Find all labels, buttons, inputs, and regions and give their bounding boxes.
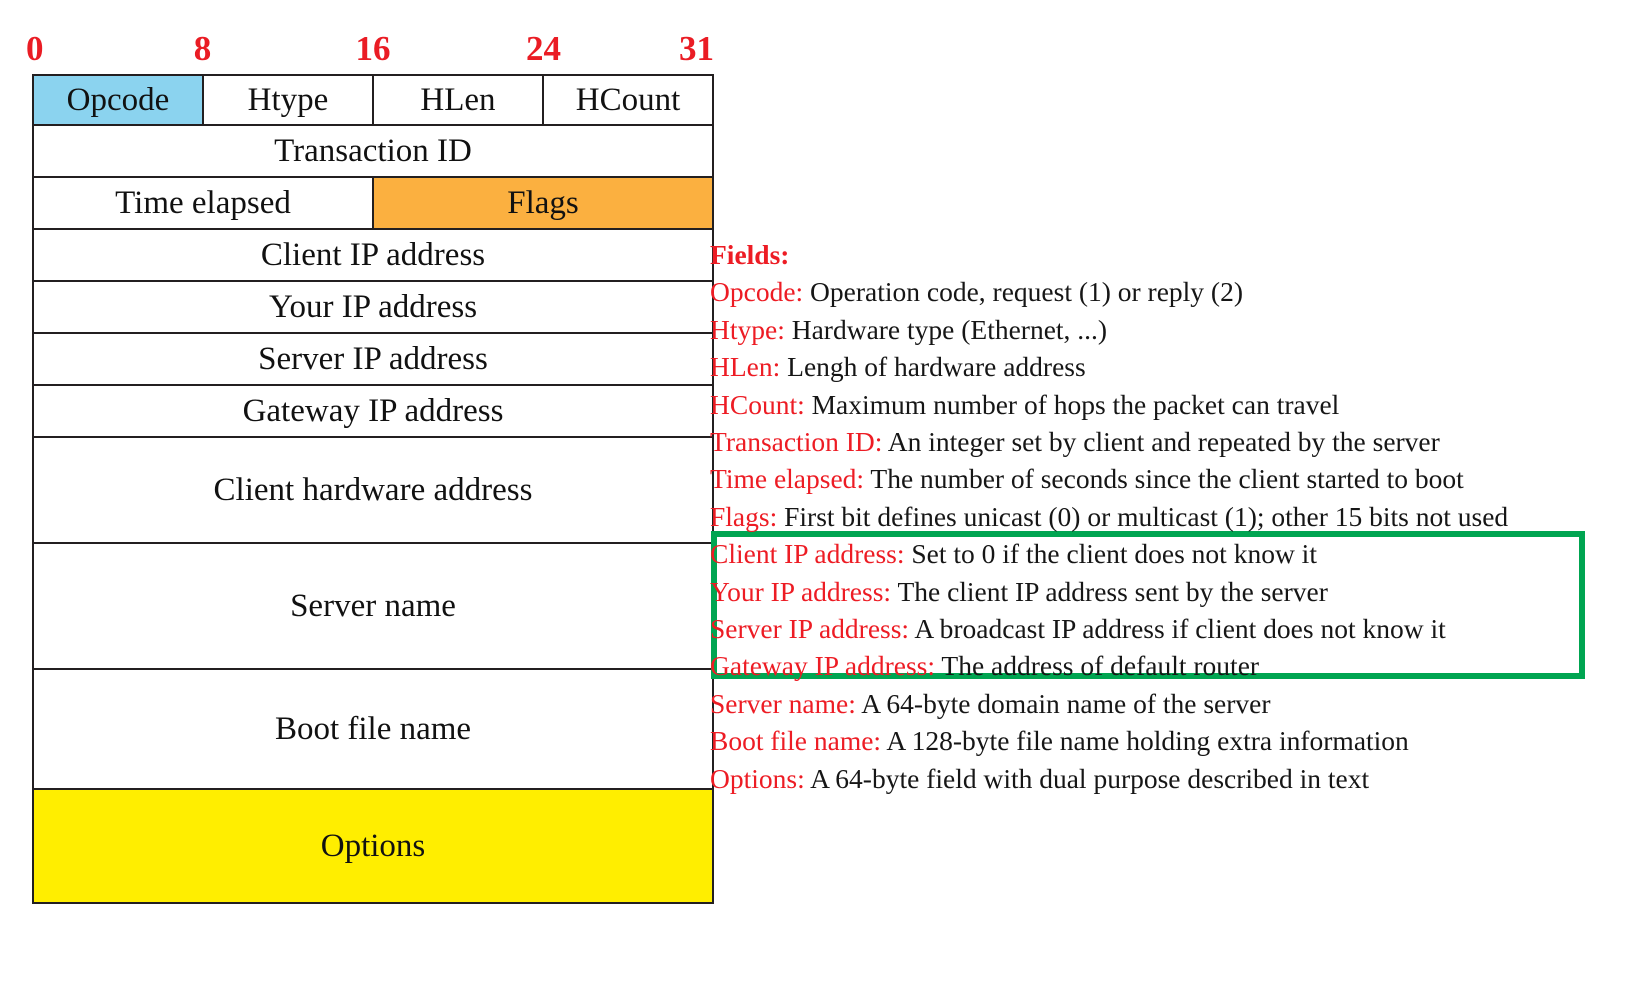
legend-field-name: Boot file name: <box>710 725 882 757</box>
legend-field-description: Operation code, request (1) or reply (2) <box>803 276 1243 308</box>
ip-address-fields-highlight-box <box>711 531 1585 679</box>
legend-field-description: A 128-byte file name holding extra infor… <box>881 725 1409 757</box>
legend-entry-opcode: Opcode: Operation code, request (1) or r… <box>710 273 1635 310</box>
packet-field-your-ip-address: Your IP address <box>32 280 714 334</box>
legend-field-name: Server name: <box>710 687 856 719</box>
packet-row: Options <box>32 788 714 904</box>
legend-entry-time-elapsed: Time elapsed: The number of seconds sinc… <box>710 460 1635 497</box>
packet-row: Boot file name <box>32 668 714 790</box>
legend-field-description: A 64-byte field with dual purpose descri… <box>804 762 1370 794</box>
legend-field-description: The client IP address sent by the server <box>891 575 1328 607</box>
legend-field-name: HCount: <box>710 388 805 420</box>
legend-entry-server-ip-address: Server IP address: A broadcast IP addres… <box>710 610 1635 647</box>
bit-marker-24: 24 <box>526 29 561 68</box>
legend-field-description: An integer set by client and repeated by… <box>882 426 1440 458</box>
legend-field-description: Lengh of hardware address <box>780 351 1086 383</box>
legend-field-description: First bit defines unicast (0) or multica… <box>777 500 1509 532</box>
packet-field-opcode: Opcode <box>32 74 204 126</box>
packet-field-options: Options <box>32 788 714 904</box>
packet-field-client-hardware-address: Client hardware address <box>32 436 714 544</box>
legend-field-description: The address of default router <box>935 650 1260 682</box>
fields-legend-heading: Fields: <box>710 236 1635 273</box>
packet-field-hcount: HCount <box>542 74 714 126</box>
legend-field-description: A 64-byte domain name of the server <box>855 687 1271 719</box>
legend-entry-boot-file-name: Boot file name: A 128-byte file name hol… <box>710 722 1635 759</box>
legend-entry-options: Options: A 64-byte field with dual purpo… <box>710 760 1635 797</box>
legend-field-name: Options: <box>710 762 805 794</box>
packet-field-time-elapsed: Time elapsed <box>32 176 374 230</box>
bit-position-ruler: 0 8 16 24 31 <box>26 28 714 74</box>
legend-field-name: Your IP address: <box>710 575 892 607</box>
packet-field-boot-file-name: Boot file name <box>32 668 714 790</box>
legend-entry-flags: Flags: First bit defines unicast (0) or … <box>710 498 1635 535</box>
packet-row: Client IP address <box>32 228 714 282</box>
packet-row: Gateway IP address <box>32 384 714 438</box>
legend-field-description: The number of seconds since the client s… <box>864 463 1464 495</box>
legend-field-description: Hardware type (Ethernet, ...) <box>784 313 1108 345</box>
packet-field-hlen: HLen <box>372 74 544 126</box>
legend-field-name: Transaction ID: <box>710 426 883 458</box>
bit-marker-8: 8 <box>193 29 212 68</box>
packet-field-flags: Flags <box>372 176 714 230</box>
legend-field-name: Flags: <box>710 500 778 532</box>
packet-field-server-name: Server name <box>32 542 714 670</box>
packet-field-server-ip-address: Server IP address <box>32 332 714 386</box>
legend-field-name: Time elapsed: <box>710 463 865 495</box>
legend-field-name: Opcode: <box>710 276 804 308</box>
legend-field-name: Client IP address: <box>710 538 905 570</box>
packet-field-client-ip-address: Client IP address <box>32 228 714 282</box>
legend-field-description: A broadcast IP address if client does no… <box>909 613 1446 645</box>
legend-entry-transaction-id: Transaction ID: An integer set by client… <box>710 423 1635 460</box>
packet-row: Server IP address <box>32 332 714 386</box>
packet-row: Transaction ID <box>32 124 714 178</box>
packet-field-transaction-id: Transaction ID <box>32 124 714 178</box>
legend-entry-hcount: HCount: Maximum number of hops the packe… <box>710 386 1635 423</box>
packet-field-gateway-ip-address: Gateway IP address <box>32 384 714 438</box>
packet-row: Client hardware address <box>32 436 714 544</box>
legend-field-description: Set to 0 if the client does not know it <box>904 538 1317 570</box>
legend-entry-your-ip-address: Your IP address: The client IP address s… <box>710 573 1635 610</box>
bit-marker-16: 16 <box>355 29 391 68</box>
legend-entry-htype: Htype: Hardware type (Ethernet, ...) <box>710 311 1635 348</box>
fields-heading-label: Fields: <box>710 239 790 270</box>
bit-marker-0: 0 <box>26 29 44 68</box>
packet-row: Server name <box>32 542 714 670</box>
legend-field-name: Gateway IP address: <box>710 650 936 682</box>
legend-field-description: Maximum number of hops the packet can tr… <box>804 388 1340 420</box>
legend-entry-hlen: HLen: Lengh of hardware address <box>710 348 1635 385</box>
bit-marker-31: 31 <box>679 29 714 68</box>
legend-field-name: HLen: <box>710 351 781 383</box>
legend-field-name: Server IP address: <box>710 613 910 645</box>
legend-entry-server-name: Server name: A 64-byte domain name of th… <box>710 685 1635 722</box>
packet-row: Your IP address <box>32 280 714 334</box>
legend-entry-client-ip-address: Client IP address: Set to 0 if the clien… <box>710 535 1635 572</box>
fields-legend-panel: Fields: Opcode: Operation code, request … <box>710 236 1635 797</box>
packet-field-htype: Htype <box>202 74 374 126</box>
legend-field-name: Htype: <box>710 313 785 345</box>
legend-entry-gateway-ip-address: Gateway IP address: The address of defau… <box>710 647 1635 684</box>
